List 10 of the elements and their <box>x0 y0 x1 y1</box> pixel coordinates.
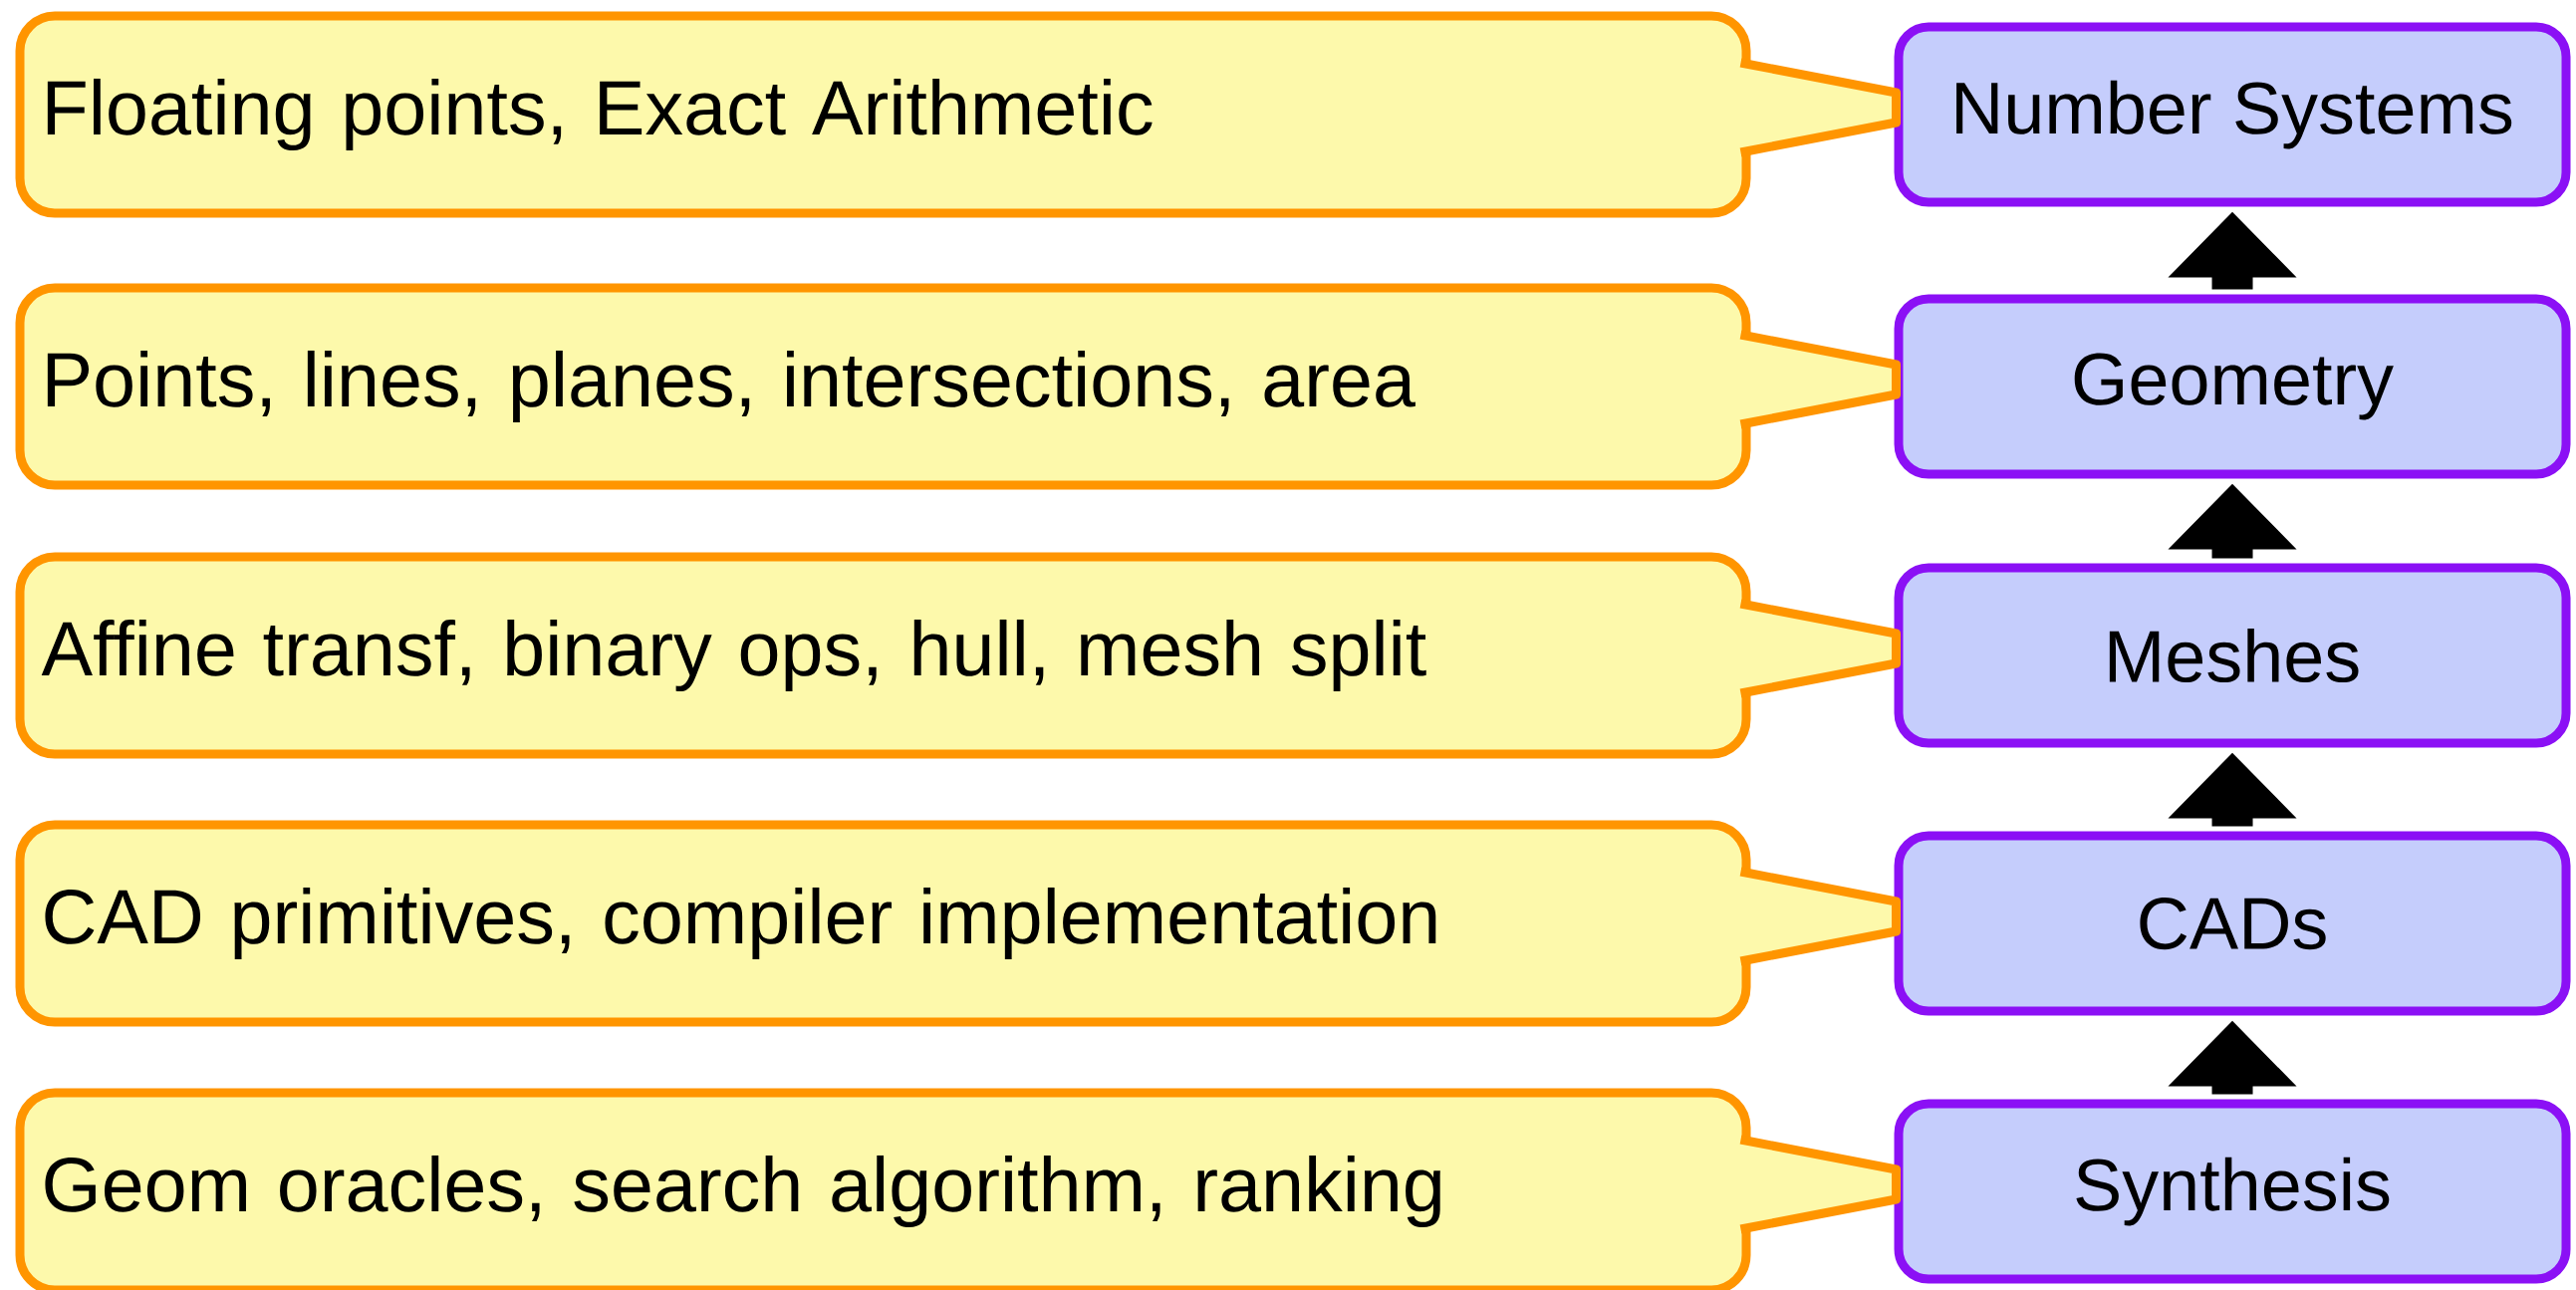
callout-box: Points, lines, planes, intersections, area <box>15 283 1751 490</box>
layer-box: Synthesis <box>1894 1099 2571 1284</box>
callout-box: Geom oracles, search algorithm, ranking <box>15 1088 1751 1290</box>
layer-box: Geometry <box>1894 294 2571 479</box>
callout-box: CAD primitives, compiler implementation <box>15 820 1751 1027</box>
callout-box: Floating points, Exact Arithmetic <box>15 11 1751 218</box>
callout-box: Affine transf, binary ops, hull, mesh split <box>15 552 1751 759</box>
layer-box: CADs <box>1894 831 2571 1016</box>
layer-box: Number Systems <box>1894 22 2571 207</box>
layer-box: Meshes <box>1894 563 2571 748</box>
